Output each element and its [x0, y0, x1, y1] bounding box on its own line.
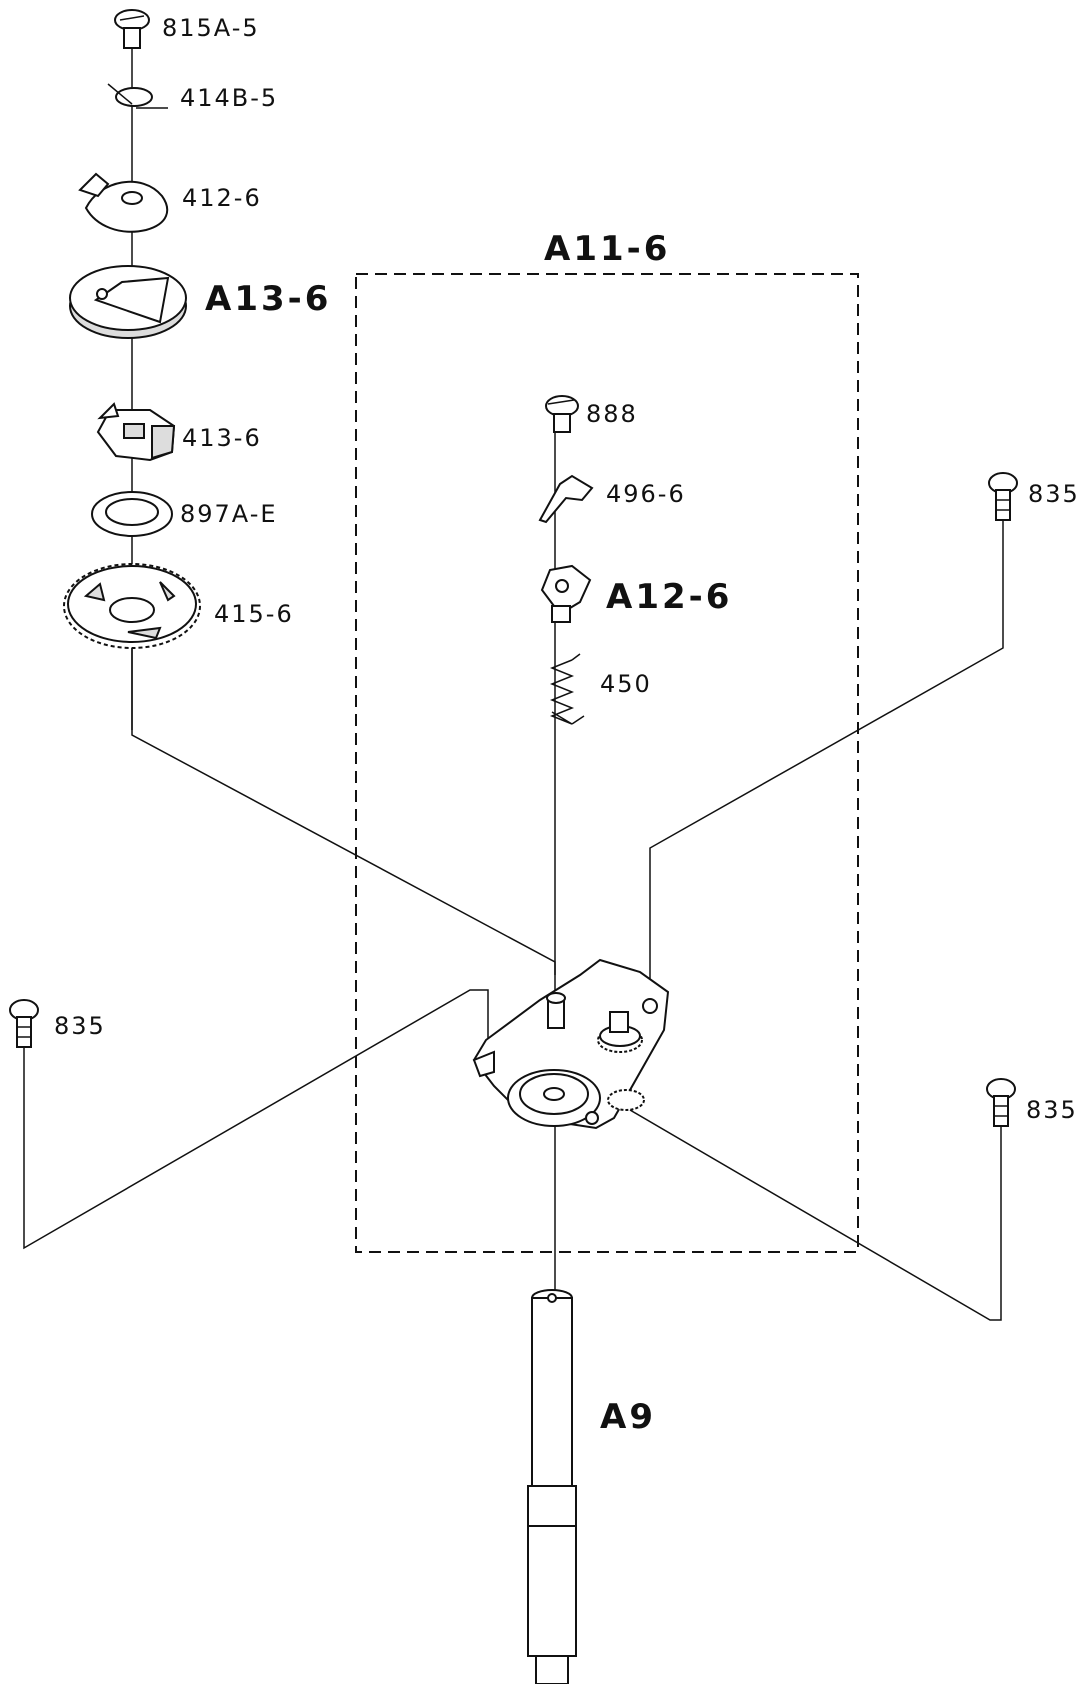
lever-496-6	[538, 474, 594, 524]
spring-450	[549, 653, 585, 725]
screw-835-right-bottom	[986, 1078, 1016, 1127]
screw-835-right-top	[988, 472, 1018, 521]
label-415-6: 415-6	[214, 600, 294, 628]
label-496-6: 496-6	[606, 480, 686, 508]
gear-415-6	[63, 563, 201, 649]
label-414b-5: 414B-5	[180, 84, 278, 112]
cam-follower-a12-6	[540, 564, 592, 623]
label-888: 888	[586, 400, 638, 428]
screw-835-left	[9, 999, 39, 1048]
assembly-box-a11-6	[355, 273, 859, 1253]
label-897a-e: 897A-E	[180, 500, 278, 528]
label-a9: A9	[600, 1397, 656, 1437]
label-835-right-bottom: 835	[1026, 1096, 1078, 1124]
cam-block-413-6	[96, 402, 176, 462]
label-412-6: 412-6	[182, 184, 262, 212]
label-413-6: 413-6	[182, 424, 262, 452]
shaft-a9	[527, 1289, 577, 1684]
label-835-left: 835	[54, 1012, 106, 1040]
label-835-right-top: 835	[1028, 480, 1078, 508]
spring-washer-414b-5	[107, 83, 168, 109]
cam-a13-6	[69, 265, 187, 339]
washer-897a-e	[91, 491, 173, 537]
label-815a-5: 815A-5	[162, 14, 260, 42]
label-a13-6: A13-6	[205, 279, 331, 319]
base-plate-assembly	[472, 958, 670, 1130]
screw-815a-5	[114, 9, 150, 49]
leader-lines	[23, 40, 1004, 1321]
label-a12-6: A12-6	[606, 577, 732, 617]
label-a11-6: A11-6	[544, 229, 670, 269]
label-450: 450	[600, 670, 652, 698]
screw-888	[545, 395, 579, 433]
cam-plate-412-6	[78, 172, 169, 233]
